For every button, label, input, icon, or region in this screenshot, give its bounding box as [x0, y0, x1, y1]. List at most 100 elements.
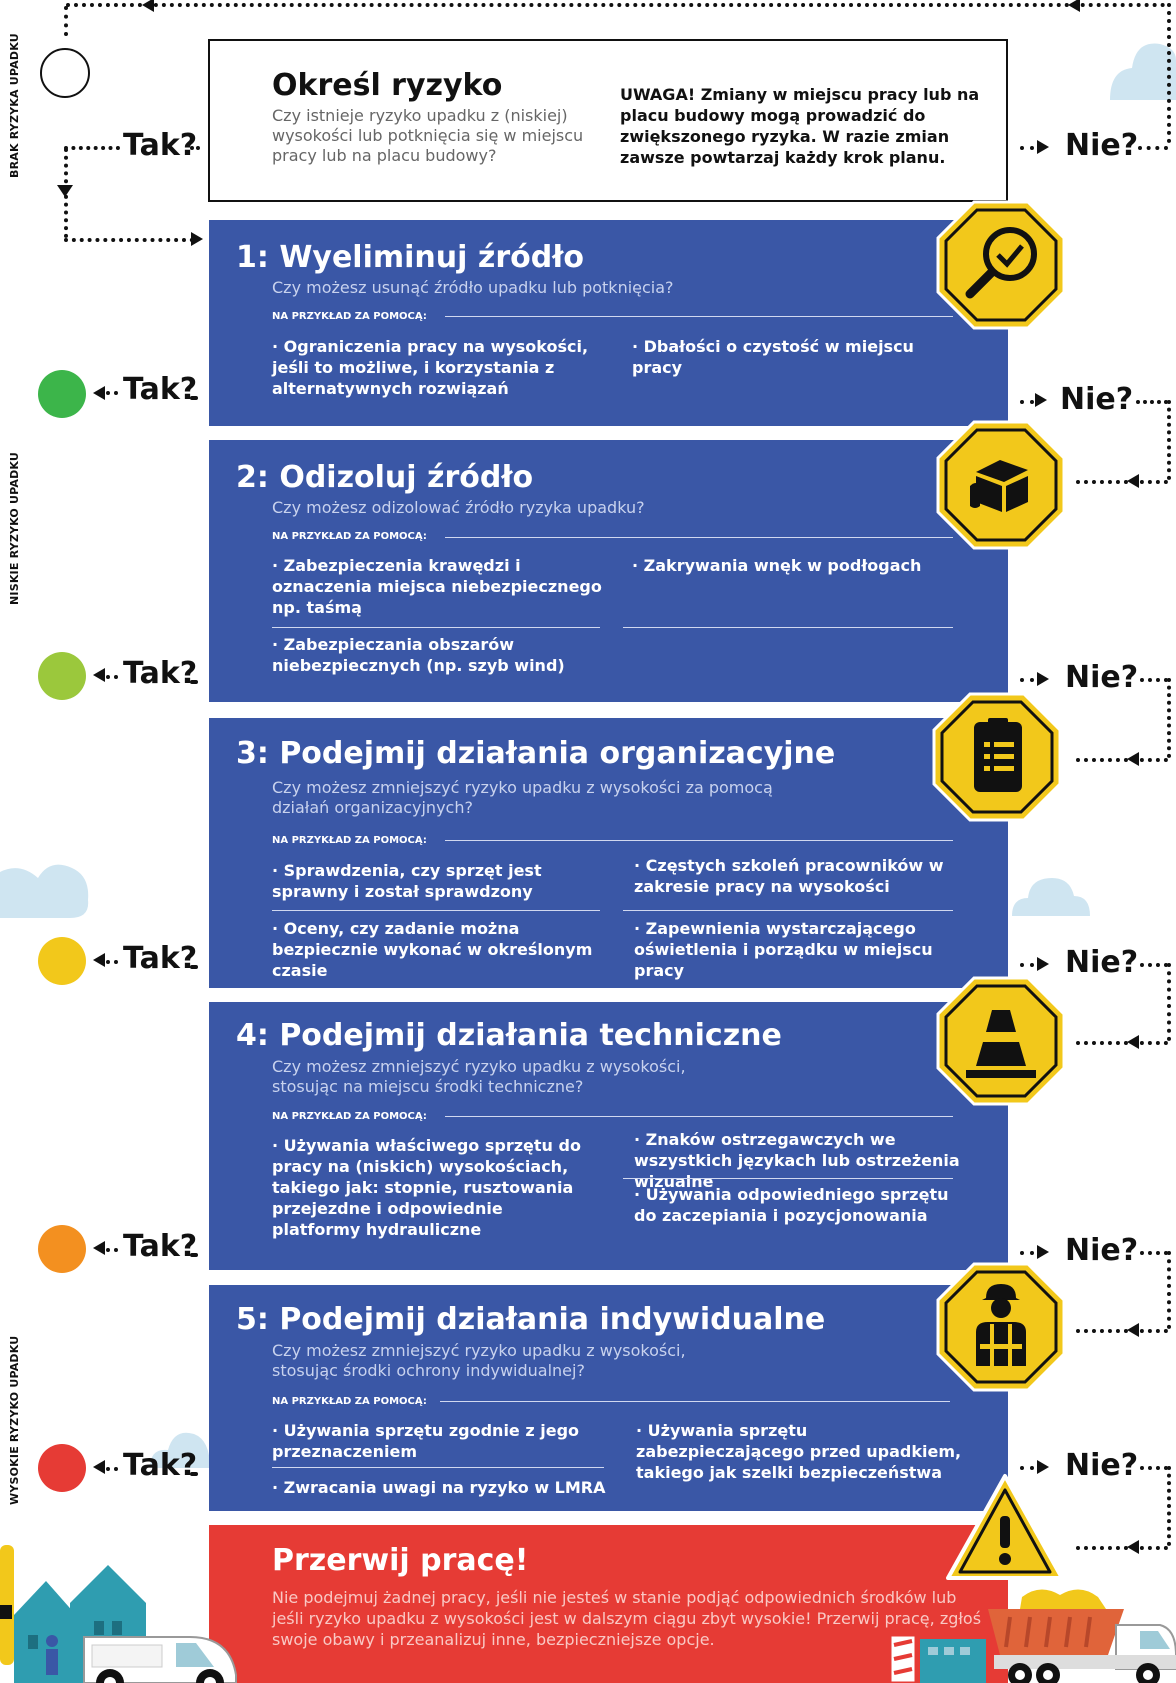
step-4-title: 4: Podejmij działania techniczne	[236, 1018, 782, 1053]
step-4-item: · Znaków ostrzegawczych we wszystkich ję…	[634, 1130, 960, 1191]
status-circle-red	[38, 1444, 86, 1492]
cloud-decoration-top-right	[1110, 43, 1176, 100]
city-van-illustration	[0, 1545, 237, 1683]
step-3-item: · Sprawdzenia, czy sprzęt jest sprawny i…	[272, 861, 542, 901]
divider	[272, 627, 600, 628]
warning-triangle-icon	[946, 1474, 1064, 1580]
step-3-question: Czy możesz zmniejszyć ryzyko upadku z wy…	[272, 778, 773, 817]
flow-line	[190, 1472, 198, 1476]
step-4-question: Czy możesz zmniejszyć ryzyko upadku z wy…	[272, 1057, 686, 1096]
step-5-title: 5: Podejmij działania indywidualne	[236, 1302, 826, 1337]
flow-line	[1020, 678, 1034, 682]
arrow-left-icon	[1127, 1035, 1139, 1049]
arrow-left-icon	[1127, 1540, 1139, 1554]
cloud-decoration-bottom-left	[150, 1432, 210, 1468]
flow-line	[1138, 146, 1168, 150]
flow-line	[1076, 758, 1168, 762]
arrow-left-icon	[93, 668, 105, 682]
flow-line	[1140, 678, 1168, 682]
flow-line	[1140, 1251, 1168, 1255]
status-circle-lime	[38, 652, 86, 700]
flow-line-right	[1167, 1466, 1171, 1546]
flow-line-left-top	[64, 6, 68, 36]
no-label: Nie?	[1060, 382, 1134, 417]
step-2-item: · Zakrywania wnęk w podłogach	[632, 556, 922, 575]
divider	[440, 1401, 950, 1402]
arrow-left-icon	[93, 1460, 105, 1474]
step-1-panel	[209, 220, 1008, 426]
flow-line	[190, 680, 198, 684]
step-3-example-label: NA PRZYKŁAD ZA POMOCĄ:	[272, 835, 427, 846]
step-2-item: · Zabezpieczania obszarów niebezpiecznyc…	[272, 635, 565, 675]
flow-line	[1136, 400, 1168, 404]
intro-box	[208, 39, 1008, 202]
flow-line	[1140, 1466, 1168, 1470]
step-2-item: · Zabezpieczenia krawędzi i oznaczenia m…	[272, 556, 602, 617]
arrow-down-icon	[57, 185, 73, 197]
arrow-right-icon	[1037, 1460, 1049, 1474]
step-5-example-label: NA PRZYKŁAD ZA POMOCĄ:	[272, 1396, 427, 1407]
step-1-example-label: NA PRZYKŁAD ZA POMOCĄ:	[272, 311, 427, 322]
no-label: Nie?	[1065, 945, 1139, 980]
arrow-left-icon	[93, 953, 105, 967]
no-label: Nie?	[1065, 1448, 1139, 1483]
arrow-right-icon	[1037, 672, 1049, 686]
label-low-risk: NISKIE RYZYKO UPADKU	[8, 451, 21, 605]
step-4-item: · Używania odpowiedniego sprzętu do zacz…	[634, 1185, 949, 1225]
flow-line-right	[1167, 963, 1171, 1041]
flow-line-right	[1167, 400, 1171, 480]
yes-label: Tak?	[123, 656, 198, 691]
arrow-left-icon	[1127, 474, 1139, 488]
step-1-title: 1: Wyeliminuj źródło	[236, 240, 584, 275]
flow-line	[190, 1253, 198, 1257]
cloud-decoration-right	[1012, 878, 1090, 916]
divider	[445, 840, 953, 841]
step-2-example-label: NA PRZYKŁAD ZA POMOCĄ:	[272, 531, 427, 542]
flow-line	[1020, 400, 1034, 404]
yes-label: Tak?	[123, 941, 198, 976]
arrow-left-icon	[1127, 1323, 1139, 1337]
divider	[623, 627, 953, 628]
intro-title: Określ ryzyko	[272, 68, 503, 103]
traffic-cone-icon	[936, 976, 1066, 1106]
divider	[445, 537, 953, 538]
flow-line-right	[1167, 678, 1171, 758]
step-3-item: · Częstych szkoleń pracowników w zakresi…	[634, 856, 944, 896]
flow-line	[64, 238, 194, 242]
status-circle-orange	[38, 1225, 86, 1273]
divider	[445, 1116, 953, 1117]
step-2-title: 2: Odizoluj źródło	[236, 460, 534, 495]
step-5-item: · Zwracania uwagi na ryzyko w LMRA	[272, 1478, 606, 1497]
step-5-item: · Używania sprzętu zgodnie z jego przezn…	[272, 1421, 580, 1461]
isolate-box-icon	[936, 420, 1066, 550]
divider	[445, 316, 953, 317]
flow-line	[106, 1467, 118, 1471]
step-3-title: 3: Podejmij działania organizacyjne	[236, 736, 836, 771]
label-high-risk: WYSOKIE RYZYKO UPADKU	[8, 1335, 21, 1505]
flow-line	[1020, 963, 1034, 967]
flow-line-right-top	[1167, 3, 1171, 143]
cloud-decoration-left	[0, 864, 89, 918]
status-circle-yellow	[38, 937, 86, 985]
flow-line	[1076, 1546, 1168, 1550]
arrow-left-icon	[93, 1241, 105, 1255]
status-circle-none	[40, 48, 90, 98]
step-5-panel	[209, 1285, 1008, 1511]
yes-label: Tak?	[123, 372, 198, 407]
step-4-panel	[209, 1002, 1008, 1270]
no-label: Nie?	[1065, 128, 1139, 163]
arrow-left-icon	[93, 386, 105, 400]
step-3-item: · Zapewnienia wystarczającego oświetleni…	[634, 919, 933, 980]
magnifier-check-icon	[936, 200, 1066, 330]
yes-label: Tak?	[123, 1448, 198, 1483]
arrow-right-icon	[1037, 140, 1049, 154]
arrow-right-icon	[1037, 1245, 1049, 1259]
step-3-panel	[209, 718, 1008, 988]
arrow-left-icon	[1127, 752, 1139, 766]
flow-line	[1076, 1041, 1168, 1045]
arrow-right-icon	[1037, 957, 1049, 971]
step-1-question: Czy możesz usunąć źródło upadku lub potk…	[272, 278, 674, 297]
flow-line	[190, 146, 200, 150]
no-label: Nie?	[1065, 660, 1139, 695]
yes-label: Tak?	[123, 128, 198, 163]
